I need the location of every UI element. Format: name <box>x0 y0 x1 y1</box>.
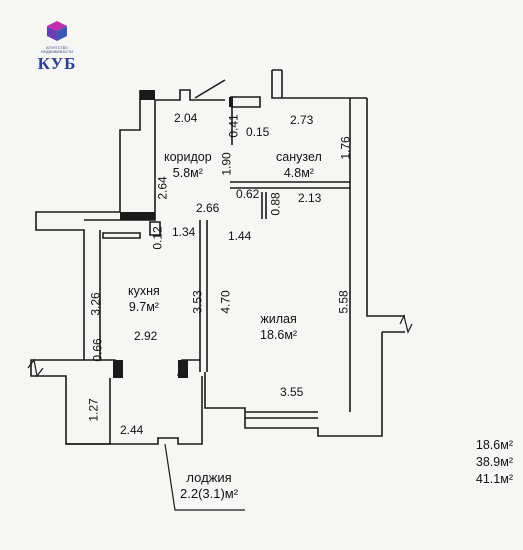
corner-post-1 <box>113 360 123 378</box>
dim-1-76: 1.76 <box>338 136 353 160</box>
loggia-bottom <box>66 376 203 445</box>
room-loggia: лоджия 2.2(3.1)м² <box>180 470 238 503</box>
corridor-top <box>155 89 225 101</box>
room-kitchen-area: 9.7м² <box>128 299 159 314</box>
dim-0-62: 0.62 <box>236 187 260 201</box>
kitchen-door <box>149 221 161 236</box>
logo-line2: НЕДВИЖИМОСТИ <box>41 49 73 54</box>
dim-3-53: 3.53 <box>190 290 205 314</box>
totals: 18.6м² 38.9м² 41.1м² <box>476 438 513 486</box>
room-living: жилая 18.6м² <box>260 312 297 343</box>
dim-1-34: 1.34 <box>172 225 196 239</box>
wall-fill-b <box>120 212 155 220</box>
dim-2-73: 2.73 <box>290 113 314 127</box>
bath-partition-h <box>230 181 350 189</box>
dim-3-55: 3.55 <box>280 385 304 399</box>
corner-post-2 <box>178 360 188 378</box>
dim-0-12: 0.12 <box>150 226 165 250</box>
dim-1-44: 1.44 <box>228 229 252 243</box>
logo-name: КУБ <box>37 53 77 73</box>
bath-post <box>229 97 233 107</box>
dim-1-27: 1.27 <box>86 398 101 422</box>
cube-logo-icon <box>47 21 67 41</box>
room-corridor: коридор 5.8м² <box>164 150 212 181</box>
wall-fill-a <box>140 90 155 100</box>
dim-2-64: 2.64 <box>155 176 170 200</box>
wall-fill-c <box>84 212 120 220</box>
top-right <box>271 69 367 99</box>
dim-0-15: 0.15 <box>246 125 270 139</box>
right-outer-wall-2 <box>366 98 405 317</box>
dim-0-41: 0.41 <box>226 114 241 138</box>
room-corridor-area: 5.8м² <box>172 165 203 180</box>
dim-2-13: 2.13 <box>298 191 322 205</box>
outer-wall-left <box>30 90 141 445</box>
living-left-partition <box>199 220 208 372</box>
dim-2-92: 2.92 <box>134 329 158 343</box>
room-kitchen-name: кухня <box>128 284 160 298</box>
room-bathroom-name: санузел <box>276 150 322 164</box>
dim-3-26: 3.26 <box>88 292 103 316</box>
corridor-top-right <box>230 96 261 108</box>
room-loggia-name: лоджия <box>186 470 232 485</box>
dim-5-58: 5.58 <box>336 290 351 314</box>
room-bathroom: санузел 4.8м² <box>276 150 322 181</box>
total-area: 38.9м² <box>475 455 513 469</box>
break-mark-right <box>399 314 413 334</box>
dim-1-90: 1.90 <box>219 152 234 176</box>
dim-2-04: 2.04 <box>174 111 198 125</box>
window-kitchen <box>102 232 141 239</box>
dim-0-66: 0.66 <box>90 338 105 362</box>
room-bathroom-area: 4.8м² <box>283 165 314 180</box>
room-corridor-name: коридор <box>164 150 212 164</box>
dim-4-70: 4.70 <box>218 290 233 314</box>
room-kitchen: кухня 9.7м² <box>128 284 160 315</box>
break-mark-left <box>27 358 44 378</box>
dim-2-66: 2.66 <box>196 201 220 215</box>
entry-door-swing <box>194 79 226 99</box>
living-bottom-wall <box>204 332 383 437</box>
dim-0-88: 0.88 <box>268 192 283 216</box>
window-living <box>245 411 318 419</box>
loggia-leader <box>164 443 245 511</box>
bath-stub <box>261 192 267 219</box>
room-loggia-area: 2.2(3.1)м² <box>180 486 239 502</box>
total-with-loggia: 41.1м² <box>475 472 513 486</box>
agency-logo: АГЕНТСТВО НЕДВИЖИМОСТИ КУБ <box>33 20 81 72</box>
room-living-name: жилая <box>260 312 297 326</box>
logo-line1: АГЕНТСТВО <box>46 46 68 50</box>
total-living: 18.6м² <box>475 438 513 452</box>
room-living-area: 18.6м² <box>260 327 298 342</box>
dim-2-44: 2.44 <box>120 423 144 437</box>
